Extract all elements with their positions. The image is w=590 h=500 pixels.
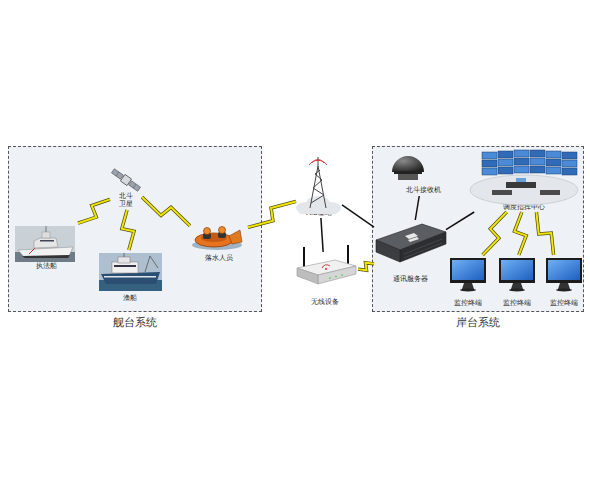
ais-tower-icon <box>296 157 341 214</box>
ais-tower-icon-part-part <box>318 157 319 166</box>
router-icon-part <box>347 245 349 266</box>
ais-tower-icon-part-part <box>311 170 324 203</box>
panel-heading: 岸台系统 <box>373 316 583 329</box>
device-node: 监控终端 <box>545 255 583 307</box>
device-label: 通讯服务器 <box>374 275 446 283</box>
system-panel: 岸台系统北斗接收机通讯服务器调度指挥中心监控终端监控终端监控终端 <box>372 146 584 312</box>
device-node: 无线设备 <box>292 252 358 308</box>
router-icon <box>297 245 356 284</box>
device-node: 北斗 卫星 <box>110 165 142 210</box>
device-label: 北斗 卫星 <box>118 192 134 208</box>
device-label: 监控终端 <box>545 299 583 307</box>
cable-link <box>342 205 374 227</box>
router-icon-part <box>297 260 356 275</box>
ais-tower-icon-part <box>312 160 324 163</box>
device-label: 落水人员 <box>190 254 248 262</box>
router-icon-part <box>303 247 305 268</box>
device-label: 执法船 <box>14 262 78 270</box>
panel-heading: 舰台系统 <box>9 316 261 329</box>
device-node: AIS基站 <box>296 160 342 218</box>
device-node: 监控终端 <box>498 255 536 307</box>
cable-link <box>321 218 323 252</box>
ais-tower-icon-part <box>310 157 326 208</box>
device-node: 调度指挥中心 <box>468 150 580 212</box>
device-label: 渔船 <box>97 294 163 302</box>
router-icon-part <box>341 274 343 276</box>
device-node: 北斗接收机 <box>392 150 454 196</box>
system-panel: 舰台系统北斗 卫星执法船渔船落水人员 <box>8 146 262 312</box>
router-icon-part <box>297 268 318 284</box>
device-label: AIS基站 <box>296 209 342 217</box>
router-icon-part <box>318 266 356 284</box>
device-label: 调度指挥中心 <box>468 203 580 211</box>
device-node: 监控终端 <box>449 255 487 307</box>
device-label: 监控终端 <box>498 299 536 307</box>
device-label: 无线设备 <box>292 298 358 306</box>
device-label: 监控终端 <box>449 299 487 307</box>
device-node: 执法船 <box>14 222 78 272</box>
ais-tower-icon-part <box>309 160 327 165</box>
ais-tower-icon-part-part <box>310 166 318 208</box>
router-icon-part <box>325 268 327 270</box>
device-node: 渔船 <box>97 250 163 302</box>
router-icon-part <box>335 276 337 278</box>
ais-tower-icon-part-part <box>318 166 326 208</box>
device-label: 北斗接收机 <box>392 186 454 194</box>
router-icon-part <box>329 277 331 279</box>
device-node: 落水人员 <box>190 222 248 264</box>
device-node: 通讯服务器 <box>374 220 446 284</box>
router-icon-part <box>322 265 330 268</box>
